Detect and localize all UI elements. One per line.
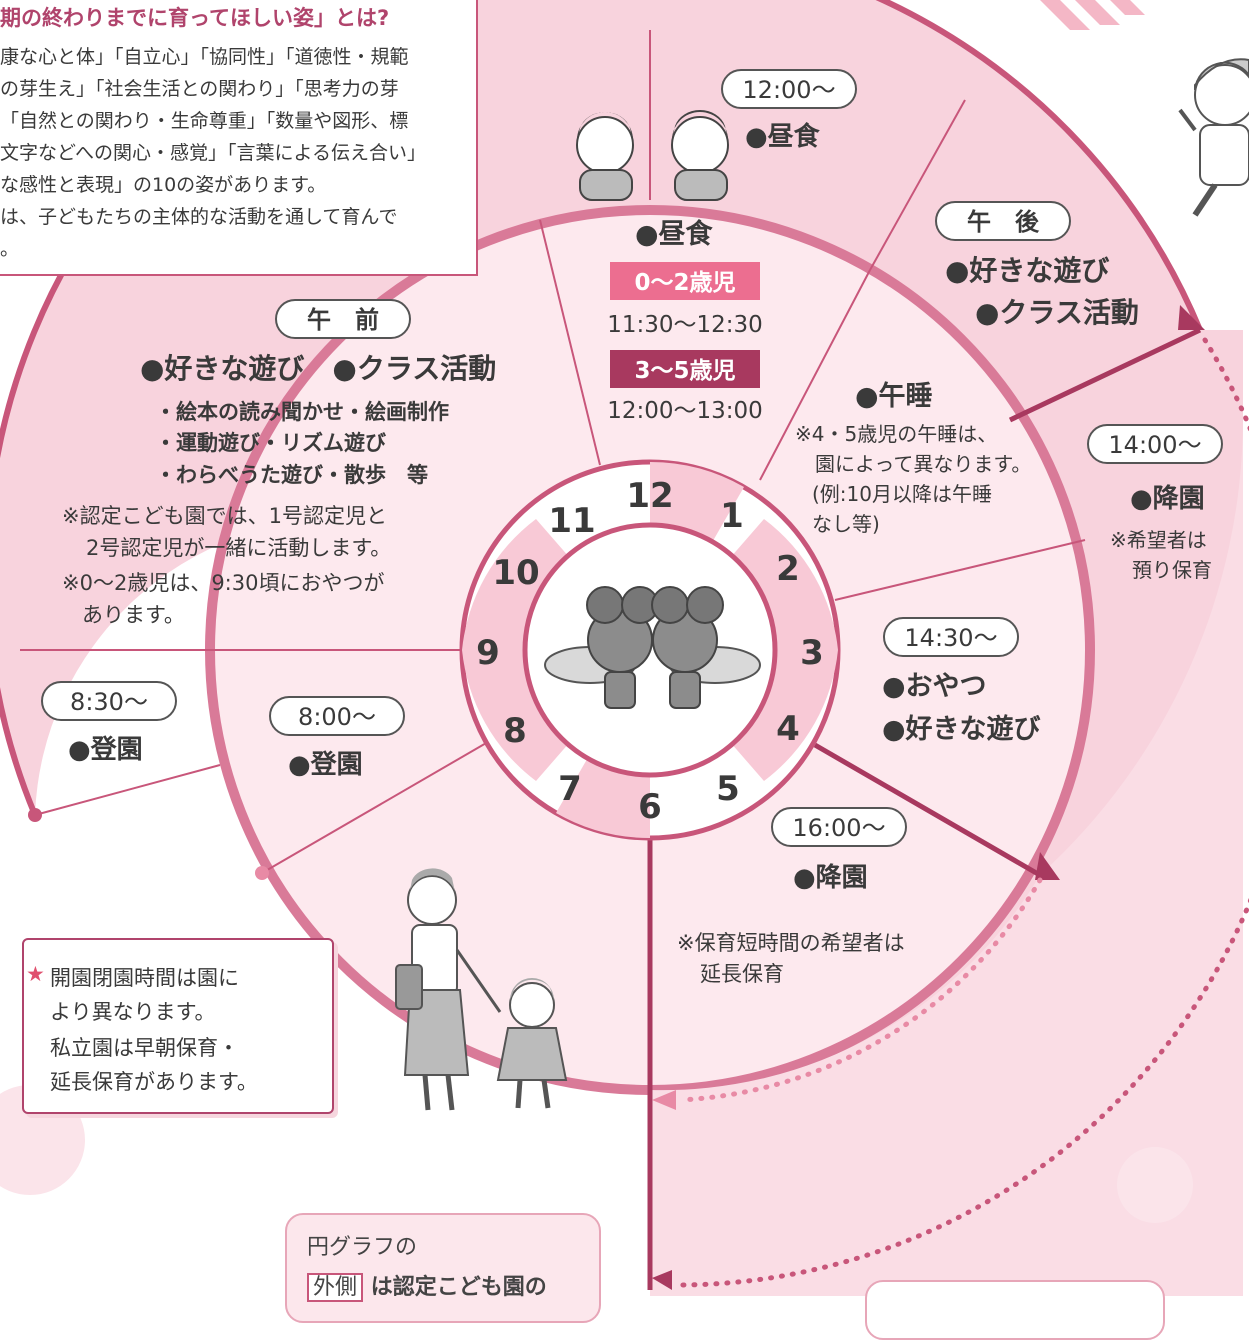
clock-11: 11 [548, 501, 595, 541]
arrow-heads [652, 305, 1205, 1290]
outer-arc-line [0, 0, 1203, 817]
pill-shapes [41, 69, 1223, 847]
nap-note-3: (例:10月以降は午睡 [812, 482, 992, 506]
legend-text: は認定こども園の [370, 1275, 547, 1300]
legend-line-1: 円グラフの [307, 1235, 418, 1260]
legend-line-2: 外側 は認定こども園の [307, 1269, 547, 1302]
sector-dividers [20, 30, 1086, 874]
children-icon [576, 110, 729, 201]
inner-time-1430: 14:30〜 [904, 624, 997, 652]
clock-4: 4 [776, 709, 800, 749]
clock-8: 8 [503, 711, 527, 751]
outer-time-830: 8:30〜 [70, 688, 148, 716]
clock-10: 10 [492, 553, 539, 593]
info-line-2: の芽生え」「社会生活との関わり」「思考力の芽 [0, 78, 399, 100]
star-text-4: 延長保育があります。 [50, 1070, 258, 1094]
inner-snack: ●おやつ [882, 671, 987, 702]
start-dot-outer [28, 808, 42, 822]
info-title: 期の終わりまでに育ってほしい姿」とは? [0, 6, 390, 30]
nap-note-4: なし等) [812, 512, 880, 536]
star-line-1: ★ 開園閉園時間は園に [26, 962, 239, 992]
running-child-icon [1178, 58, 1249, 217]
morning-sub-2: ・運動遊び・リズム遊び [155, 431, 386, 455]
clock-9: 9 [476, 633, 500, 673]
mother-child-icon [395, 868, 568, 1111]
outer-lunch: ●昼食 [745, 121, 821, 152]
nap-note-1: ※4・5歳児の午睡は、 [795, 422, 997, 446]
outer-free-play: ●好きな遊び [945, 254, 1109, 287]
morning-sub-1: ・絵本の読み聞かせ・絵画制作 [155, 400, 449, 424]
morning-note-a1: ※認定こども園では、1号認定児と [62, 504, 387, 528]
clock: 12 1 2 3 4 5 6 7 8 9 10 11 [459, 459, 841, 841]
clock-5: 5 [716, 769, 740, 809]
morning-activities: ●好きな遊び ●クラス活動 [140, 352, 496, 385]
outer-time-1200: 12:00〜 [742, 76, 835, 104]
extended-note-2: 延長保育 [700, 962, 784, 986]
morning-sub-3: ・わらべうた遊び・散歩 等 [155, 463, 428, 487]
star-icon: ★ [26, 962, 45, 986]
dotted-arc-inner [677, 877, 1043, 1103]
info-line-4: 文字などへの関心・感覚」「言葉による伝え合い」 [0, 142, 426, 164]
bottom-right-box [865, 1280, 1165, 1340]
legend-key: 外側 [307, 1273, 364, 1302]
opening-hours-note: ★ 開園閉園時間は園に より異なります。 私立園は早朝保育・ 延長保育があります… [22, 938, 334, 1114]
inner-nap: ●午睡 [855, 380, 933, 412]
star-text-3: 私立園は早朝保育・ [50, 1036, 239, 1060]
inner-arrive: ●登園 [288, 749, 363, 780]
morning-note-b2: あります。 [82, 603, 185, 627]
morning-note-b1: ※0〜2歳児は、9:30頃におやつが [62, 571, 384, 595]
mascot-icon [544, 586, 761, 709]
deco-stripes [1040, 0, 1145, 30]
flow-arrows [647, 327, 1202, 1290]
age-band-2 [610, 350, 760, 388]
star-text-1: 開園閉園時間は園に [50, 966, 239, 990]
outer-afternoon: 午 後 [967, 208, 1040, 236]
growth-info-box: 期の終わりまでに育ってほしい姿」とは? 康な心と体」「自立心」「協同性」「道徳性… [0, 0, 478, 276]
extended-note-1: ※保育短時間の希望者は [677, 931, 905, 955]
inner-time-1600: 16:00〜 [792, 814, 885, 842]
lunch-time-3-5: 12:00〜13:00 [607, 398, 763, 424]
age-label-3-5: 3〜5歳児 [634, 358, 735, 384]
lunch-time-0-2: 11:30〜12:30 [607, 312, 763, 338]
age-label-0-2: 0〜2歳児 [634, 270, 735, 296]
outer-arrive: ●登園 [68, 734, 143, 765]
info-line-3: 「自然との関わり・生命尊重」「数量や図形、標 [0, 110, 409, 132]
inner-free-play: ●好きな遊び [882, 714, 1041, 745]
legend-box: 円グラフの 外側 は認定こども園の [285, 1213, 601, 1323]
info-line-1: 康な心と体」「自立心」「協同性」「道徳性・規範 [0, 46, 409, 68]
nap-note-2: 園によって異なります。 [815, 452, 1031, 476]
clock-1: 1 [720, 496, 744, 536]
schedule-diagram: 12 1 2 3 4 5 6 7 8 9 10 11 [0, 0, 1249, 1296]
clock-7: 7 [558, 769, 582, 809]
inner-morning: 午 前 [307, 306, 379, 334]
clock-6: 6 [638, 787, 662, 827]
clock-12: 12 [626, 476, 673, 516]
clock-3: 3 [800, 633, 824, 673]
start-dot-inner [255, 866, 269, 880]
age-band-1 [610, 262, 760, 300]
star-text-2: より異なります。 [50, 1000, 216, 1024]
info-line-5: な感性と表現」の10の姿があります。 [0, 174, 327, 196]
inner-leave: ●降園 [793, 863, 868, 893]
inner-lunch: ●昼食 [635, 218, 714, 250]
morning-note-a2: 2号認定児が一緒に活動します。 [86, 536, 391, 560]
outer-time-1400: 14:00〜 [1108, 431, 1201, 459]
info-line-6: は、子どもたちの主体的な活動を通して育んで [0, 206, 398, 228]
info-line-7: 。 [0, 238, 20, 260]
outer-leave: ●降園 [1130, 484, 1205, 514]
outer-note-1: ※希望者は [1110, 528, 1207, 552]
clock-2: 2 [776, 549, 800, 589]
outer-class-activity: ●クラス活動 [975, 296, 1139, 329]
outer-note-2: 預り保育 [1132, 558, 1212, 582]
inner-time-800: 8:00〜 [298, 703, 376, 731]
